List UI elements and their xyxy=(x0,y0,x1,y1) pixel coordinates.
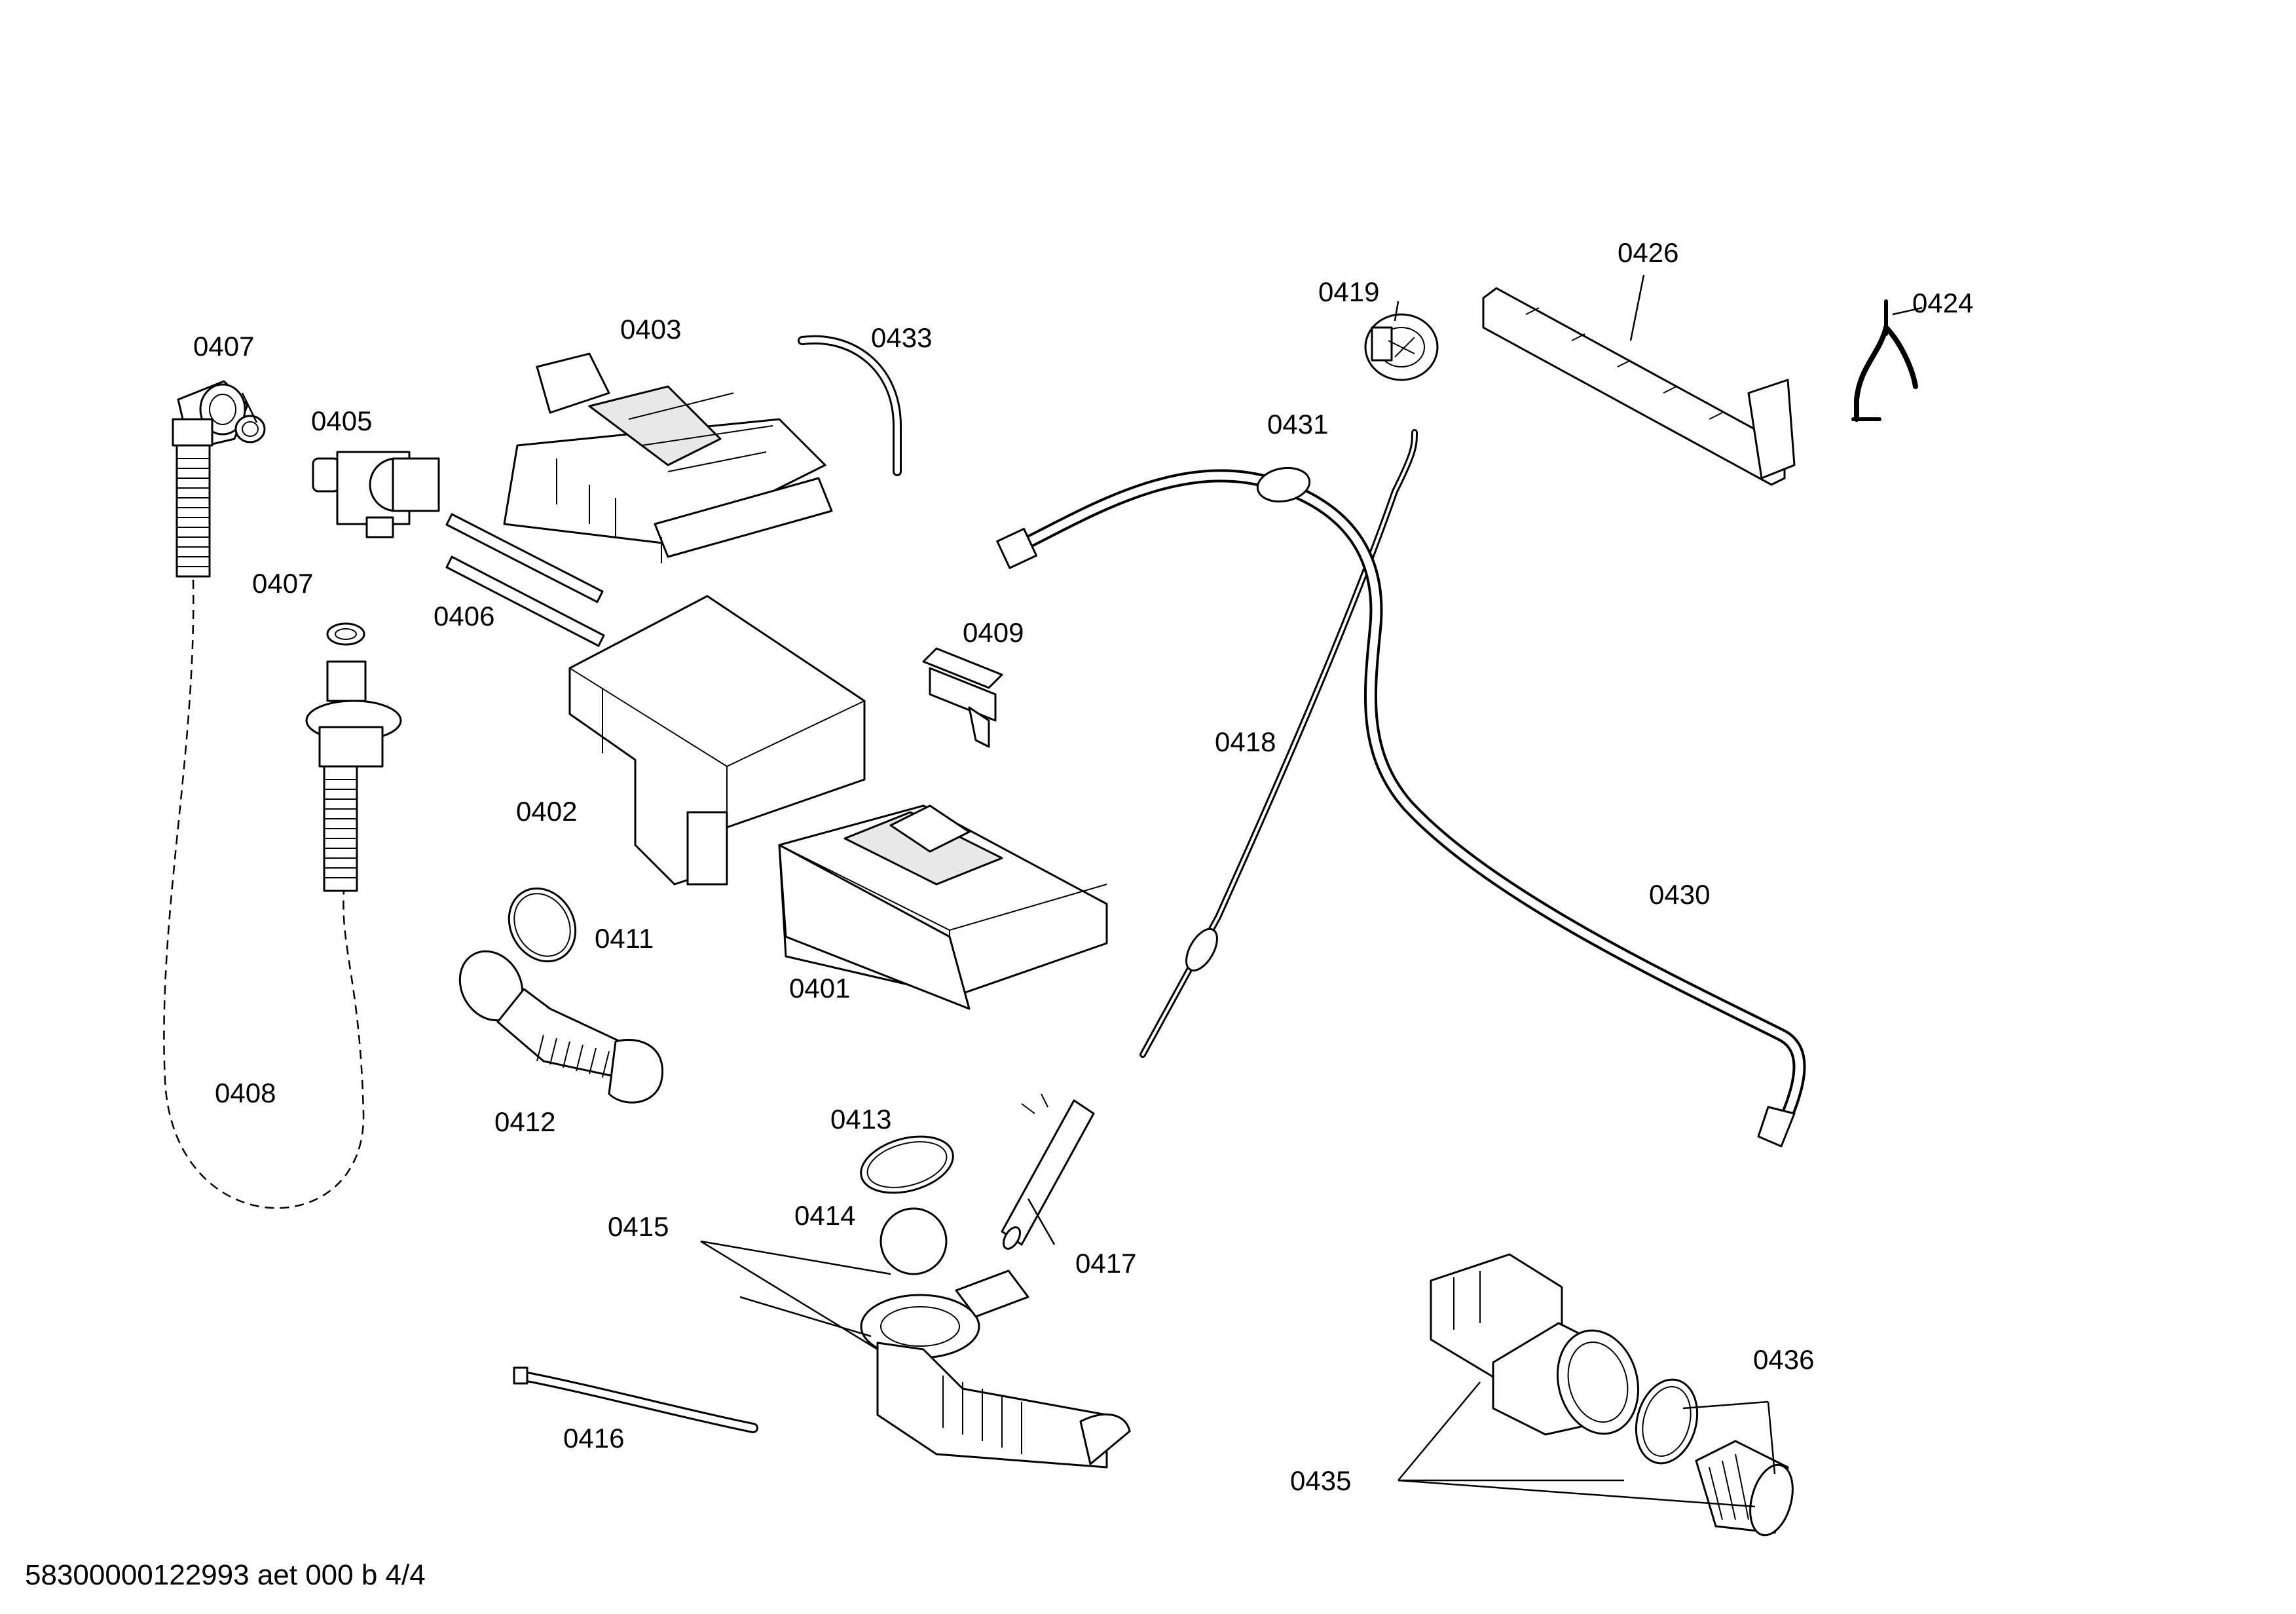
siphon-clip xyxy=(922,647,1003,748)
label-0405: 0405 xyxy=(311,405,373,436)
label-0416: 0416 xyxy=(563,1423,625,1454)
label-0435: 0435 xyxy=(1290,1465,1352,1496)
label-0415: 0415 xyxy=(608,1211,669,1242)
sump-housing xyxy=(860,1269,1131,1469)
label-0424: 0424 xyxy=(1912,288,1974,318)
label-0436: 0436 xyxy=(1753,1344,1815,1375)
leader-lines xyxy=(241,274,1923,1508)
detergent-drawer xyxy=(778,804,1108,1010)
label-0418: 0418 xyxy=(1215,726,1276,757)
pressure-switch xyxy=(1364,313,1439,381)
label-0426: 0426 xyxy=(1618,237,1679,268)
small-hose xyxy=(798,335,902,476)
hose-bracket xyxy=(1851,299,1918,422)
document-footer-code: 58300000122993 aet 000 b 4/4 xyxy=(25,1559,426,1591)
pump-seal xyxy=(1635,1378,1699,1465)
hose-dashed-outline xyxy=(163,579,365,1209)
seal-ring-large xyxy=(508,887,577,963)
inlet-hose-elbow xyxy=(172,380,266,578)
water-distributor xyxy=(503,352,833,563)
label-0430: 0430 xyxy=(1649,879,1711,910)
sensor-tube xyxy=(1001,1093,1095,1250)
label-0407-bottom: 0407 xyxy=(252,568,314,599)
label-0433: 0433 xyxy=(871,322,933,353)
pump-filter xyxy=(1695,1440,1794,1537)
label-0406: 0406 xyxy=(434,601,495,631)
connector-pipes xyxy=(445,513,605,647)
label-0403: 0403 xyxy=(620,314,682,345)
label-0414: 0414 xyxy=(794,1200,856,1231)
label-0417: 0417 xyxy=(1075,1248,1137,1279)
pressure-hose xyxy=(1139,429,1418,1058)
inlet-connector xyxy=(305,622,402,892)
inlet-valve xyxy=(312,451,440,538)
label-0411: 0411 xyxy=(595,923,654,954)
label-0408: 0408 xyxy=(215,1078,276,1108)
label-0409: 0409 xyxy=(963,617,1024,648)
label-0412: 0412 xyxy=(494,1106,556,1137)
label-0402: 0402 xyxy=(516,796,578,827)
overflow-hose xyxy=(996,466,1806,1148)
float-ball xyxy=(880,1207,948,1275)
label-0413: 0413 xyxy=(830,1104,892,1135)
label-0407-top: 0407 xyxy=(193,331,255,362)
label-0419: 0419 xyxy=(1318,276,1380,307)
bellows-hose xyxy=(458,950,663,1104)
label-0431: 0431 xyxy=(1267,409,1329,440)
drain-pump xyxy=(1430,1253,1640,1436)
label-0401: 0401 xyxy=(789,973,851,1004)
bypass-hose xyxy=(513,1366,758,1433)
mounting-rail xyxy=(1482,287,1796,486)
dispenser-housing xyxy=(568,595,866,886)
seal-ring-medium xyxy=(860,1135,954,1194)
